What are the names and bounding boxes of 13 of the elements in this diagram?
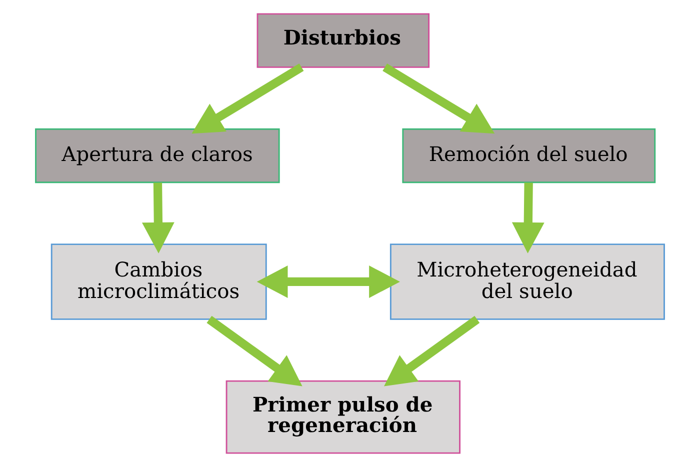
arrow	[141, 182, 174, 254]
node-box: Remoción del suelo	[402, 128, 656, 184]
arrow	[382, 64, 494, 134]
node-box: Microheterogeneidad del suelo	[389, 244, 664, 320]
arrow	[511, 182, 544, 254]
arrow	[206, 316, 302, 386]
arrow	[384, 316, 480, 386]
arrow	[256, 266, 400, 298]
node-box: Cambios microclimáticos	[50, 244, 266, 320]
node-box: Disturbios	[256, 13, 430, 68]
node-box: Apertura de claros	[34, 128, 280, 184]
arrow	[191, 64, 304, 134]
node-box: Primer pulso de regeneración	[225, 380, 460, 454]
